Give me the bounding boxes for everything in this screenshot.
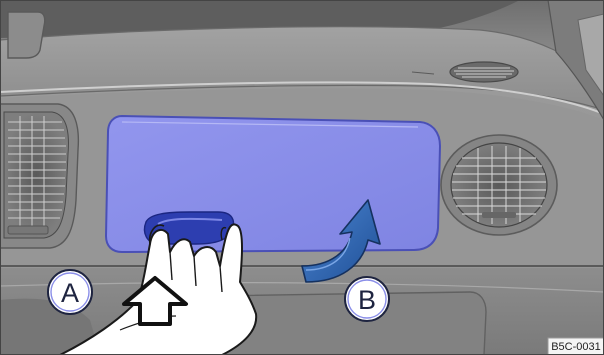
upper-left-opening — [8, 12, 45, 58]
reference-code-box: B5C-0031 — [548, 338, 604, 355]
callout-a-label: A — [61, 278, 79, 308]
callout-a: A — [48, 270, 92, 314]
left-air-vent — [0, 104, 78, 248]
reference-code: B5C-0031 — [551, 341, 601, 353]
right-air-vent — [441, 135, 557, 235]
callout-b: B — [345, 277, 389, 321]
callout-b-label: B — [358, 285, 376, 315]
